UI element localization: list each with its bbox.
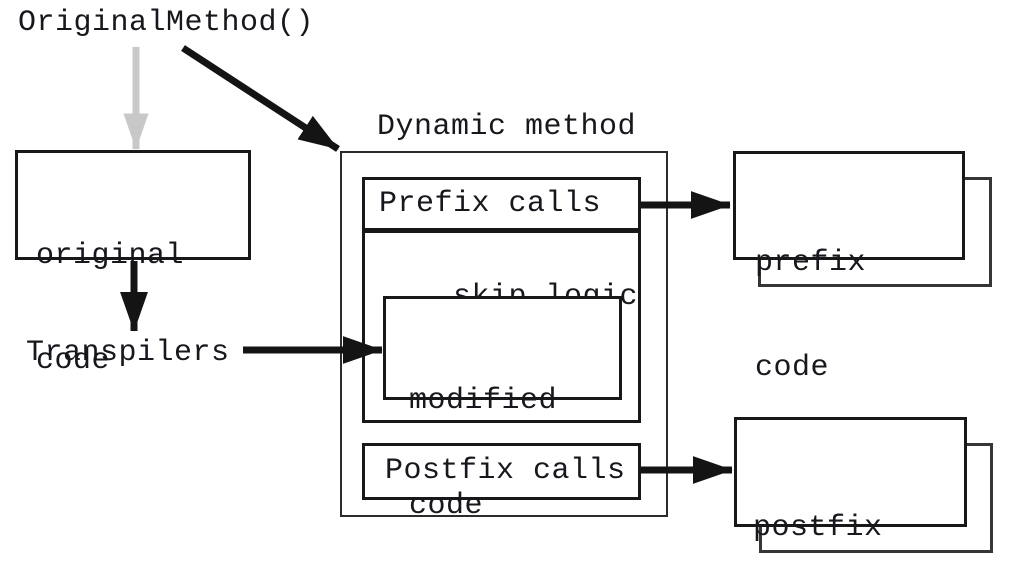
dynamic-method-label: Dynamic method: [377, 110, 637, 144]
postfix-code-box: postfix code: [734, 417, 967, 545]
prefix-code-box: prefix code: [733, 151, 965, 385]
prefix-code-line2: code: [755, 351, 830, 385]
modified-code-line2: code: [409, 489, 484, 523]
modified-code-box: modified code: [383, 296, 622, 523]
original-code-line2: code: [36, 344, 111, 378]
modified-code-line1: modified: [409, 384, 558, 418]
arrow-originalmethod-to-dynamic-method: [181, 45, 340, 152]
postfix-calls-label: Postfix calls: [385, 454, 626, 488]
prefix-calls-box: Prefix calls: [362, 177, 641, 231]
prefix-calls-label: Prefix calls: [379, 186, 602, 221]
prefix-code-line1: prefix: [755, 246, 867, 280]
original-code-box: original code: [15, 150, 251, 378]
original-method-label: OriginalMethod(): [18, 6, 315, 40]
transpilers-label: Transpilers: [26, 336, 230, 370]
postfix-code-line1: postfix: [753, 511, 883, 545]
postfix-calls-box: Postfix calls: [362, 443, 641, 500]
original-code-line1: original: [36, 239, 185, 273]
